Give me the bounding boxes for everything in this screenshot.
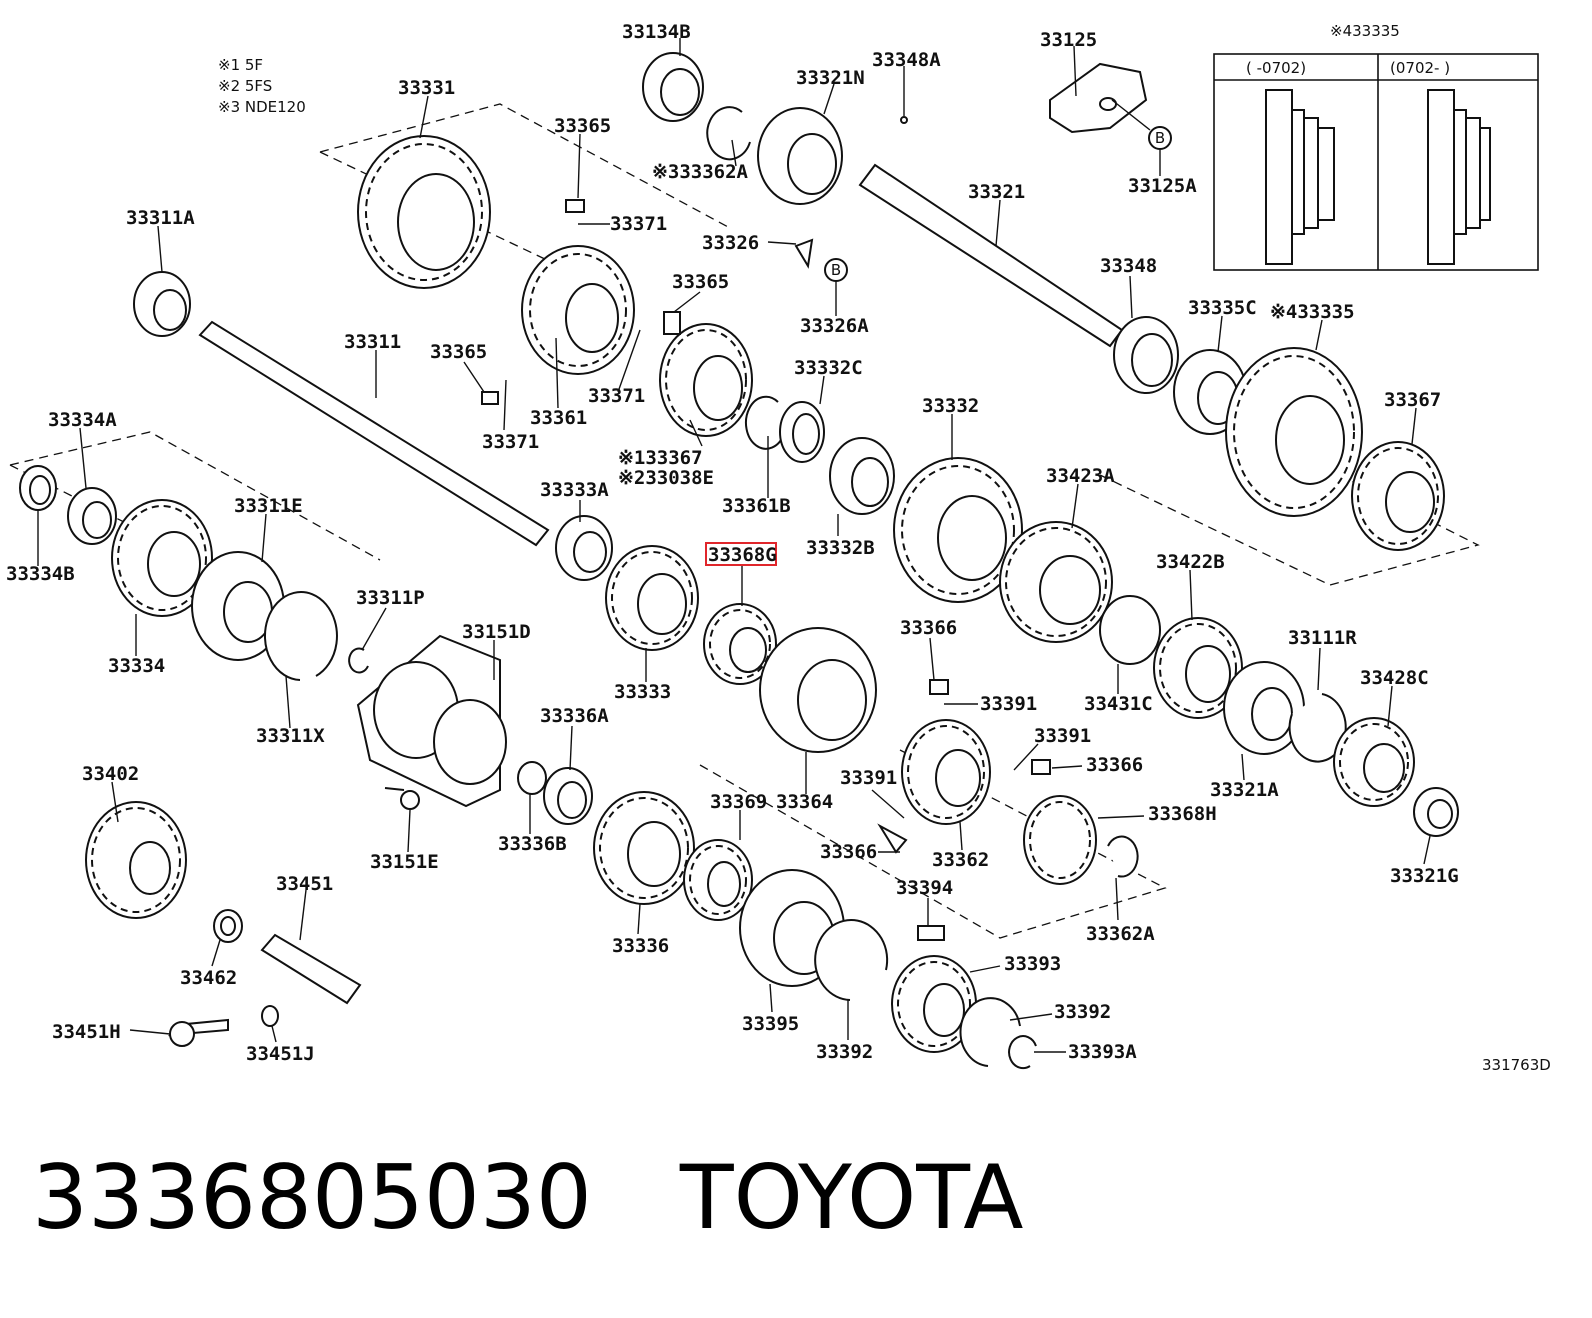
part-label[interactable]: 33391 bbox=[840, 767, 897, 789]
part-label[interactable]: 33348A bbox=[872, 49, 941, 71]
part-label[interactable]: 33125 bbox=[1040, 29, 1097, 51]
part-label[interactable]: 33311P bbox=[356, 587, 425, 609]
part-label[interactable]: ※333362A bbox=[652, 161, 749, 183]
part-label[interactable]: 33364 bbox=[776, 791, 833, 813]
gears-and-rings bbox=[19, 52, 1459, 1070]
part-label[interactable]: 33111R bbox=[1288, 627, 1357, 649]
part-label[interactable]: 33334B bbox=[6, 563, 75, 585]
part-label[interactable]: 33331 bbox=[398, 77, 455, 99]
part-label[interactable]: 33332C bbox=[794, 357, 863, 379]
part-label[interactable]: ※233038E bbox=[618, 467, 714, 489]
part-highlight-box bbox=[705, 542, 777, 566]
note-line: ※1 5F bbox=[218, 56, 263, 74]
part-label[interactable]: 33321N bbox=[796, 67, 865, 89]
part-label[interactable]: 33366 bbox=[820, 841, 877, 863]
part-label[interactable]: 33391 bbox=[980, 693, 1037, 715]
part-label[interactable]: 33371 bbox=[610, 213, 667, 235]
part-label[interactable]: 33311 bbox=[344, 331, 401, 353]
part-label[interactable]: 33348 bbox=[1100, 255, 1157, 277]
part-label[interactable]: 33332 bbox=[922, 395, 979, 417]
part-label[interactable]: 33365 bbox=[430, 341, 487, 363]
b-marker: B bbox=[1155, 129, 1165, 147]
part-label[interactable]: 33371 bbox=[588, 385, 645, 407]
part-label[interactable]: 33362A bbox=[1086, 923, 1155, 945]
part-label[interactable]: 33334 bbox=[108, 655, 165, 677]
part-label[interactable]: 33395 bbox=[742, 1013, 799, 1035]
part-label[interactable]: 33333 bbox=[614, 681, 671, 703]
part-label[interactable]: 33334A bbox=[48, 409, 117, 431]
part-label[interactable]: 33321A bbox=[1210, 779, 1279, 801]
part-label[interactable]: 33336 bbox=[612, 935, 669, 957]
part-label[interactable]: 33332B bbox=[806, 537, 875, 559]
part-label[interactable]: 33321 bbox=[968, 181, 1025, 203]
part-label[interactable]: 33391 bbox=[1034, 725, 1091, 747]
part-label[interactable]: 33394 bbox=[896, 877, 953, 899]
part-label-highlighted[interactable]: 33368G bbox=[708, 544, 777, 566]
part-label[interactable]: 33321G bbox=[1390, 865, 1459, 887]
brand-name: TOYOTA bbox=[679, 1146, 1024, 1249]
leader-lines bbox=[37, 38, 1431, 1053]
part-label[interactable]: 33311X bbox=[256, 725, 325, 747]
part-label[interactable]: 33365 bbox=[672, 271, 729, 293]
part-label[interactable]: 33365 bbox=[554, 115, 611, 137]
b-marker: B bbox=[831, 261, 841, 279]
part-label[interactable]: 33428C bbox=[1360, 667, 1429, 689]
part-label[interactable]: 33361B bbox=[722, 495, 791, 517]
part-label[interactable]: 33311E bbox=[234, 495, 303, 517]
part-label[interactable]: 33326 bbox=[702, 232, 759, 254]
part-label[interactable]: 33462 bbox=[180, 967, 237, 989]
caption: 3336805030 TOYOTA bbox=[32, 1148, 1023, 1248]
part-label[interactable]: 33336A bbox=[540, 705, 609, 727]
part-label[interactable]: 33393 bbox=[1004, 953, 1061, 975]
inset-box bbox=[1213, 53, 1539, 271]
note-line: ※3 NDE120 bbox=[218, 98, 306, 116]
part-label[interactable]: 33402 bbox=[82, 763, 139, 785]
part-label[interactable]: 33366 bbox=[900, 617, 957, 639]
part-label[interactable]: 33311A bbox=[126, 207, 195, 229]
part-label[interactable]: 33451H bbox=[52, 1021, 121, 1043]
inset-col-right: (0702- ) bbox=[1390, 59, 1450, 77]
part-label[interactable]: 33134B bbox=[622, 21, 691, 43]
part-label[interactable]: 33392 bbox=[1054, 1001, 1111, 1023]
part-label[interactable]: 33431C bbox=[1084, 693, 1153, 715]
b-markers: B B bbox=[824, 126, 1172, 282]
part-labels: 33134B 33125 33321N 33348A 33331 33365 ※… bbox=[6, 21, 1459, 1065]
part-label[interactable]: 33151D bbox=[462, 621, 531, 643]
part-label[interactable]: 33392 bbox=[816, 1041, 873, 1063]
part-label[interactable]: 33368H bbox=[1148, 803, 1217, 825]
part-label[interactable]: 33125A bbox=[1128, 175, 1197, 197]
part-label[interactable]: 33367 bbox=[1384, 389, 1441, 411]
part-label[interactable]: 33451J bbox=[246, 1043, 315, 1065]
part-label[interactable]: 33333A bbox=[540, 479, 609, 501]
part-label[interactable]: 33151E bbox=[370, 851, 439, 873]
part-label[interactable]: 33362 bbox=[932, 849, 989, 871]
parts-diagram: B B ※1 5F ※2 5FS ※3 NDE120 ※433335 ( -07… bbox=[6, 21, 1551, 1074]
part-label[interactable]: 33361 bbox=[530, 407, 587, 429]
inset-col-left: ( -0702) bbox=[1246, 59, 1306, 77]
part-label[interactable]: 33393A bbox=[1068, 1041, 1137, 1063]
figure-reference: 331763D bbox=[1482, 1056, 1551, 1074]
part-label[interactable]: 33371 bbox=[482, 431, 539, 453]
part-label[interactable]: 33422B bbox=[1156, 551, 1225, 573]
part-label[interactable]: ※433335 bbox=[1270, 301, 1355, 323]
part-label[interactable]: 33335C bbox=[1188, 297, 1257, 319]
part-label[interactable]: ※133367 bbox=[618, 447, 703, 469]
note-line: ※2 5FS bbox=[218, 77, 272, 95]
variant-notes: ※1 5F ※2 5FS ※3 NDE120 bbox=[218, 56, 306, 116]
part-label[interactable]: 33366 bbox=[1086, 754, 1143, 776]
part-label[interactable]: 33423A bbox=[1046, 465, 1115, 487]
part-label[interactable]: 33451 bbox=[276, 873, 333, 895]
part-label[interactable]: 33369 bbox=[710, 791, 767, 813]
part-label[interactable]: 33326A bbox=[800, 315, 869, 337]
inset-title: ※433335 bbox=[1330, 22, 1400, 40]
part-label[interactable]: 33336B bbox=[498, 833, 567, 855]
part-number: 3336805030 bbox=[32, 1146, 592, 1249]
